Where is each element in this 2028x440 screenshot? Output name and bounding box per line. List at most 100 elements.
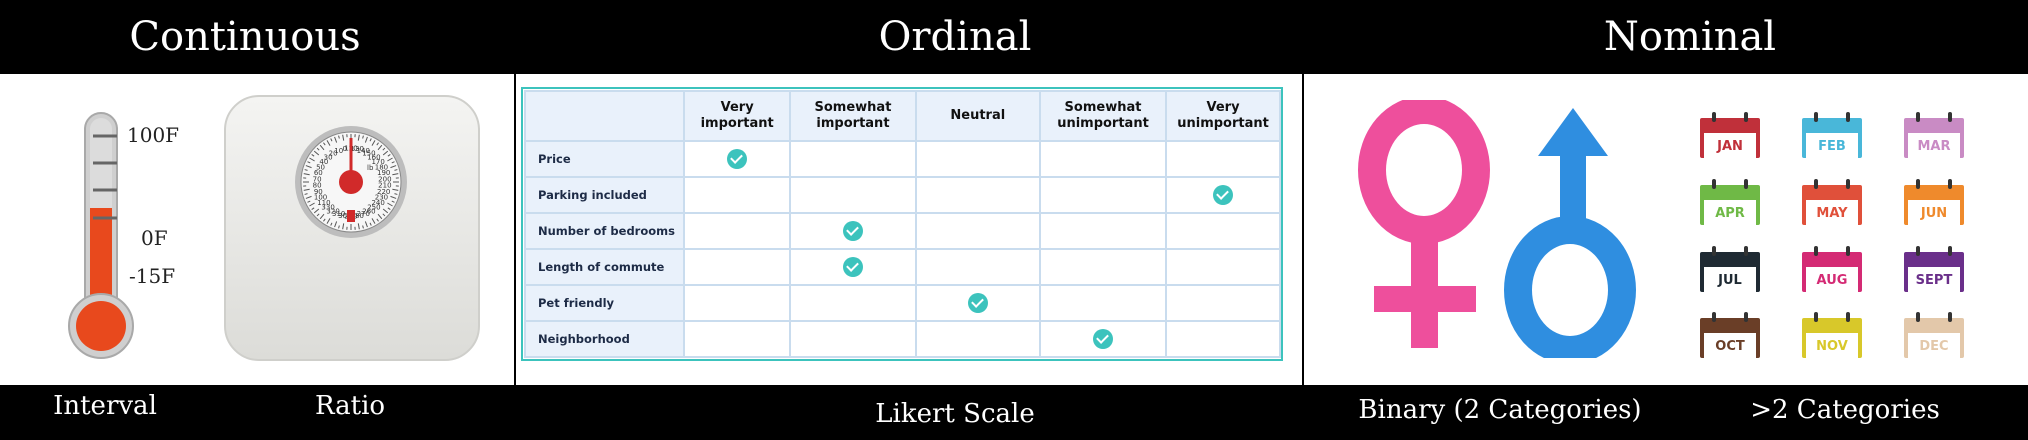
calendar-ring bbox=[1712, 112, 1716, 122]
dial-tick bbox=[387, 154, 391, 157]
likert-cell bbox=[789, 140, 917, 178]
likert-cell bbox=[1038, 212, 1168, 250]
dial-tick bbox=[309, 157, 315, 162]
dial-tick bbox=[394, 193, 398, 195]
dial-tick bbox=[334, 136, 338, 143]
dial-tick bbox=[357, 134, 360, 141]
likert-cell bbox=[1165, 248, 1281, 286]
likert-row: Price bbox=[523, 140, 1281, 178]
male-symbol-icon bbox=[1504, 108, 1636, 358]
calendar-month-icon: JAN bbox=[1700, 112, 1760, 159]
dial-tick bbox=[303, 188, 310, 191]
dial-tick bbox=[377, 144, 383, 151]
dial-number: 170 bbox=[371, 158, 384, 166]
likert-cell bbox=[683, 212, 792, 250]
dial-tick bbox=[319, 213, 325, 220]
calendar-ring bbox=[1948, 179, 1952, 189]
thermo-label-neg15f: -15F bbox=[129, 264, 176, 288]
likert-cell bbox=[914, 176, 1041, 214]
dial-number: 140 bbox=[357, 147, 370, 155]
dial-tick bbox=[394, 169, 398, 171]
calendar-ring bbox=[1846, 312, 1850, 322]
dial-tick bbox=[391, 200, 395, 203]
dial-tick bbox=[323, 218, 326, 222]
likert-row-label: Parking included bbox=[523, 176, 686, 214]
dial-tick bbox=[304, 193, 308, 195]
dial-tick bbox=[387, 157, 393, 162]
calendar-month-label: NOV bbox=[1806, 333, 1858, 359]
likert-cell bbox=[1038, 248, 1168, 286]
calendar-ring bbox=[1712, 179, 1716, 189]
calendar-month-label: OCT bbox=[1704, 333, 1756, 359]
dial-tick bbox=[364, 136, 368, 143]
calendar-month-label: APR bbox=[1704, 200, 1756, 226]
dial-number: 300 bbox=[338, 212, 351, 220]
check-icon bbox=[967, 293, 988, 314]
dial-number: 0 bbox=[343, 145, 347, 153]
multi-category-caption: >2 Categories bbox=[1750, 395, 1940, 425]
dial-number: 160 bbox=[367, 153, 380, 161]
likert-row: Neighborhood bbox=[523, 320, 1281, 358]
calendar-ring bbox=[1846, 112, 1850, 122]
likert-col-header: Very important bbox=[683, 90, 792, 142]
calendar-ring bbox=[1814, 112, 1818, 122]
dial-tick bbox=[326, 140, 331, 146]
dial-number: 330 bbox=[321, 204, 334, 212]
calendar-ring bbox=[1948, 312, 1952, 322]
likert-cell bbox=[1038, 320, 1168, 358]
calendar-ring bbox=[1814, 246, 1818, 256]
calendar-month-label: DEC bbox=[1908, 333, 1960, 359]
dial-tick bbox=[303, 173, 310, 176]
calendar-ring bbox=[1916, 179, 1920, 189]
calendar-month-icon: MAY bbox=[1802, 179, 1862, 226]
likert-corner bbox=[523, 90, 686, 142]
dial-number: 260 bbox=[362, 207, 375, 215]
dial-tick bbox=[390, 195, 397, 199]
dial-tick bbox=[362, 225, 364, 229]
calendar-month-icon: MAR bbox=[1904, 112, 1964, 159]
calendar-month-icon: JUL bbox=[1700, 246, 1760, 293]
dial-tick bbox=[364, 221, 368, 228]
thermo-label-100f: 100F bbox=[127, 123, 180, 147]
likert-cell bbox=[914, 320, 1041, 358]
dial-tick bbox=[382, 213, 386, 217]
likert-cell bbox=[1165, 320, 1281, 358]
dial-tick bbox=[330, 138, 333, 142]
likert-row: Number of bedrooms bbox=[523, 212, 1281, 250]
dial-tick bbox=[330, 222, 333, 226]
likert-row: Length of commute bbox=[523, 248, 1281, 286]
dial-tick bbox=[387, 207, 391, 210]
dial-number: 110 bbox=[317, 199, 330, 207]
check-icon bbox=[842, 257, 863, 278]
calendar-ring bbox=[1814, 312, 1818, 322]
likert-cell bbox=[1038, 176, 1168, 214]
dial-tick bbox=[313, 150, 320, 156]
likert-cell bbox=[683, 140, 792, 178]
binary-caption: Binary (2 Categories) bbox=[1358, 395, 1642, 425]
dial-tick bbox=[376, 218, 379, 222]
ordinal-panel: Very important Somewhat important Neutra… bbox=[516, 74, 1302, 385]
dial-number: 60 bbox=[314, 169, 323, 177]
calendar-ring bbox=[1846, 246, 1850, 256]
calendar-ring bbox=[1744, 246, 1748, 256]
dial-tick bbox=[311, 154, 315, 157]
dial-number: 280 bbox=[351, 212, 364, 220]
likert-row-label: Price bbox=[523, 140, 686, 178]
check-icon bbox=[1093, 329, 1113, 350]
likert-table-frame bbox=[521, 87, 1283, 361]
dial-tick bbox=[307, 200, 311, 203]
likert-cell bbox=[914, 140, 1041, 178]
calendar-month-icon: FEB bbox=[1802, 112, 1862, 159]
calendar-ring bbox=[1744, 112, 1748, 122]
dial-number: 80 bbox=[313, 182, 322, 190]
calendar-month-icon: OCT bbox=[1700, 312, 1760, 359]
calendar-ring bbox=[1916, 312, 1920, 322]
ratio-caption: Ratio bbox=[314, 391, 386, 421]
dial-number: 250 bbox=[367, 204, 380, 212]
dial-tick bbox=[382, 147, 386, 151]
dial-tick bbox=[319, 144, 325, 151]
dial-tick bbox=[387, 202, 393, 207]
dial-number: 90 bbox=[314, 188, 323, 196]
likert-col-header: Somewhat important bbox=[789, 90, 917, 142]
likert-cell bbox=[789, 284, 917, 322]
